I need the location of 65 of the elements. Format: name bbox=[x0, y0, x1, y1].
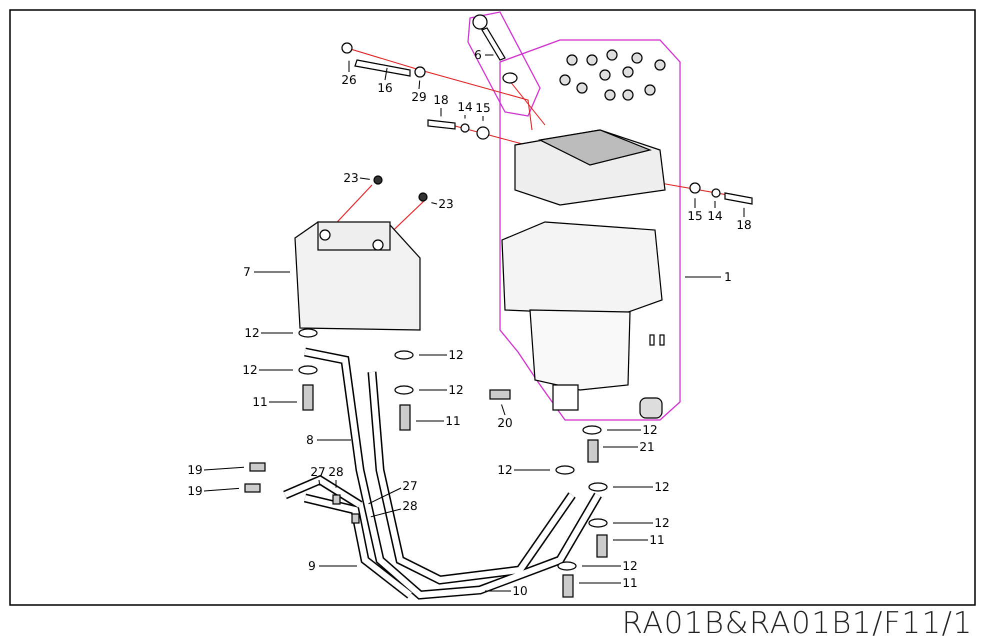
callout-number: 9 bbox=[308, 559, 316, 573]
callout-number: 16 bbox=[377, 81, 393, 95]
callout-number: 23 bbox=[438, 197, 454, 211]
callout-number: 12 bbox=[244, 326, 260, 340]
callout-number: 12 bbox=[642, 423, 658, 437]
leader-line bbox=[368, 488, 402, 504]
leader-line bbox=[464, 114, 466, 119]
callout-number: 21 bbox=[639, 440, 655, 454]
callout-number: 23 bbox=[343, 171, 359, 185]
callout-number: 12 bbox=[448, 348, 464, 362]
leader-line bbox=[260, 332, 294, 334]
callout-number: 20 bbox=[497, 416, 513, 430]
leader-line bbox=[318, 480, 320, 486]
callout-number: 12 bbox=[242, 363, 258, 377]
callout-number: 15 bbox=[475, 101, 491, 115]
callout-number: 29 bbox=[411, 90, 427, 104]
callout-number: 12 bbox=[497, 463, 513, 477]
callout-number: 19 bbox=[187, 484, 203, 498]
callout-number: 14 bbox=[707, 209, 723, 223]
leader-line bbox=[684, 276, 722, 278]
leader-line bbox=[714, 200, 716, 208]
callout-number: 27 bbox=[402, 479, 418, 493]
leader-line bbox=[416, 420, 444, 422]
leader-line bbox=[430, 202, 438, 204]
callout-number: 8 bbox=[306, 433, 314, 447]
leader-line bbox=[204, 466, 244, 470]
leader-line bbox=[484, 590, 512, 592]
callout-number: 12 bbox=[654, 516, 670, 530]
leader-line bbox=[360, 178, 370, 180]
callout-number: 28 bbox=[328, 465, 344, 479]
callout-number: 12 bbox=[622, 559, 638, 573]
callout-number: 18 bbox=[433, 93, 449, 107]
leader-line bbox=[384, 67, 388, 80]
callout-number: 11 bbox=[649, 533, 665, 547]
callout-number: 7 bbox=[243, 265, 251, 279]
callout-number: 12 bbox=[654, 480, 670, 494]
callout-number: 11 bbox=[445, 414, 461, 428]
leader-line bbox=[418, 80, 420, 90]
callout-number: 26 bbox=[341, 73, 357, 87]
drawing-code: RA01B&RA01B1/F11/1 bbox=[622, 606, 973, 641]
callout-number: 19 bbox=[187, 463, 203, 477]
leader-line bbox=[501, 404, 506, 416]
callout-number: 6 bbox=[474, 48, 482, 62]
callout-number: 11 bbox=[252, 395, 268, 409]
callout-number: 12 bbox=[448, 383, 464, 397]
callout-number: 15 bbox=[687, 209, 703, 223]
leader-line bbox=[612, 486, 654, 488]
leader-line bbox=[578, 582, 622, 584]
leader-line bbox=[418, 354, 448, 356]
leader-line bbox=[440, 108, 442, 117]
callout-number: 14 bbox=[457, 100, 473, 114]
leader-line bbox=[602, 446, 638, 448]
leader-line bbox=[612, 522, 654, 524]
callout-number: 1 bbox=[724, 270, 732, 284]
callout-number: 27 bbox=[310, 465, 326, 479]
callout-number: 28 bbox=[402, 499, 418, 513]
leader-line bbox=[484, 54, 494, 56]
leader-line bbox=[482, 116, 484, 122]
leader-line bbox=[694, 198, 696, 208]
leader-line bbox=[370, 508, 402, 518]
callout-number: 18 bbox=[736, 218, 752, 232]
leader-line bbox=[204, 488, 240, 492]
leader-line bbox=[348, 60, 350, 72]
callout-number: 11 bbox=[622, 576, 638, 590]
callout-number: 10 bbox=[512, 584, 528, 598]
